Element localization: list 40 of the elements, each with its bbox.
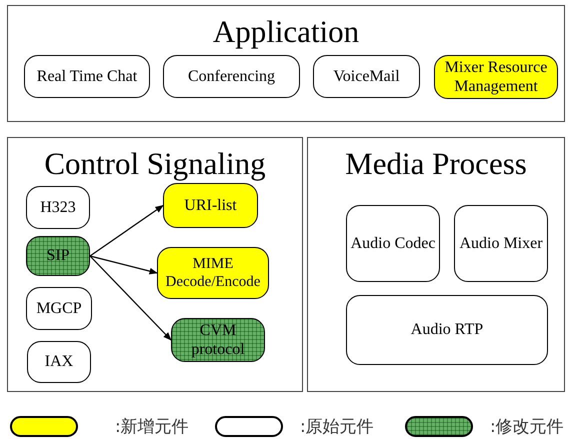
component-box — [157, 247, 269, 299]
arrow — [90, 256, 172, 341]
component-label: MIME Decode/Encode — [164, 255, 262, 291]
component-box — [24, 55, 150, 98]
component-box — [171, 318, 265, 362]
layer-title: Application — [212, 16, 360, 47]
component-label: IAX — [44, 352, 74, 372]
legend-label: :原始元件 — [300, 416, 374, 438]
layer-panel — [7, 5, 565, 122]
component-label: Conferencing — [188, 66, 276, 86]
layer-panel — [307, 137, 565, 392]
component-label: Real Time Chat — [36, 66, 138, 86]
component-box — [454, 205, 548, 282]
arrow — [90, 255, 158, 274]
component-box — [163, 55, 300, 98]
component-box — [26, 186, 90, 229]
component-label: H323 — [40, 198, 76, 218]
component-box — [163, 183, 258, 228]
component-label: Audio Mixer — [459, 234, 543, 254]
component-label: Audio Codec — [350, 234, 436, 254]
component-label: SIP — [46, 246, 70, 266]
component-box — [27, 341, 91, 383]
component-label: CVM protocol — [190, 320, 246, 360]
legend-label: :修改元件 — [490, 416, 564, 438]
component-box — [26, 236, 90, 276]
component-label: URI-list — [184, 196, 237, 216]
component-label: Audio RTP — [410, 320, 484, 340]
component-label: MGCP — [36, 298, 82, 318]
component-box — [313, 55, 420, 98]
component-box — [346, 205, 440, 282]
arrow — [90, 205, 164, 256]
layer-panel — [7, 137, 303, 392]
layer-title: Control Signaling — [44, 148, 266, 179]
component-box — [434, 55, 558, 99]
component-label: Mixer Resource Management — [444, 58, 548, 96]
component-box — [346, 295, 548, 365]
legend-label: :新增元件 — [115, 416, 189, 438]
layer-title: Media Process — [345, 148, 527, 179]
component-box — [26, 287, 92, 330]
component-label: VoiceMail — [333, 66, 400, 86]
